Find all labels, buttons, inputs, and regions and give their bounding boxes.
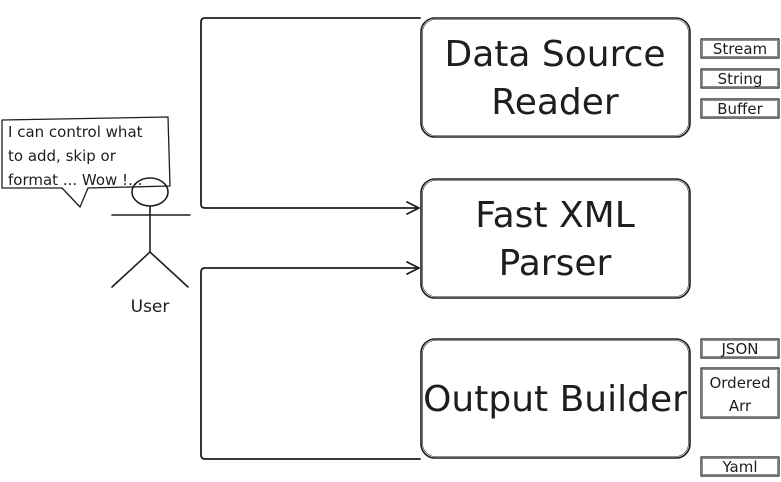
input-tag-buffer-label: Buffer xyxy=(717,100,763,118)
input-tag-string: String xyxy=(700,68,780,89)
input-tag-stream: Stream xyxy=(700,38,780,59)
output-tag-json-label: JSON xyxy=(721,340,759,358)
user-stick-figure xyxy=(111,177,191,288)
connector-builder-to-parser xyxy=(200,261,421,460)
builder-title: Output Builder xyxy=(423,379,687,420)
output-tag-ordered-arr: Ordered Arr xyxy=(700,367,780,419)
reader-title-line-2: Reader xyxy=(491,82,619,123)
output-tag-yaml: Yaml xyxy=(700,456,780,477)
input-tag-buffer: Buffer xyxy=(700,98,780,119)
parser-title-line-2: Parser xyxy=(499,243,612,284)
reader-title-line-1: Data Source xyxy=(444,34,665,75)
speech-bubble: I can control what to add, skip or forma… xyxy=(1,116,171,208)
output-tag-ordered-line-1: Ordered xyxy=(709,374,770,392)
output-tag-ordered-line-2: Arr xyxy=(729,397,752,415)
output-tag-yaml-label: Yaml xyxy=(721,458,757,476)
speech-line-3: format ... Wow !... xyxy=(8,171,142,189)
connector-reader-to-parser xyxy=(200,17,421,215)
fast-xml-parser-box: Fast XML Parser xyxy=(420,178,691,299)
parser-title-line-1: Fast XML xyxy=(475,195,635,236)
user-label: User xyxy=(131,297,170,317)
output-builder-box: Output Builder xyxy=(420,338,691,459)
data-source-reader-box: Data Source Reader xyxy=(420,17,691,138)
speech-line-2: to add, skip or xyxy=(8,147,117,165)
speech-line-1: I can control what xyxy=(8,123,143,141)
input-tag-stream-label: Stream xyxy=(713,40,767,58)
output-tag-json: JSON xyxy=(700,338,780,359)
input-tag-string-label: String xyxy=(718,70,763,88)
